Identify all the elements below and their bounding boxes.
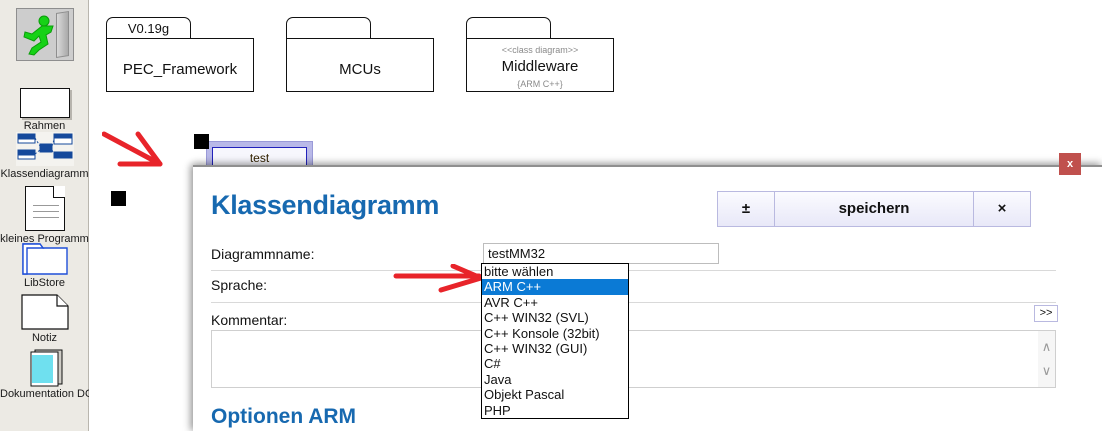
document-page-icon [24,186,65,231]
resize-handle-left[interactable] [111,191,126,206]
sidebar-item-label: Klassendiagramm [0,168,89,180]
package-mcus[interactable]: MCUs [286,17,434,92]
dropdown-option[interactable]: bitte wählen [484,264,554,279]
dialog-button-bar: ± speichern × [717,191,1031,227]
dialog-top-border [193,165,1102,167]
kommentar-label: Kommentar: [211,312,288,328]
note-icon [20,294,69,330]
sidebar-item-dokumentation-doc[interactable]: Dokumentation DOC [0,348,102,400]
sidebar-item-label: Dokumentation DOC [0,388,102,400]
dropdown-option[interactable]: Objekt Pascal [484,387,565,403]
save-button[interactable]: speichern [774,191,974,227]
divider [211,302,1056,303]
sidebar-item-run[interactable] [0,8,89,63]
dropdown-option[interactable]: AVR C++ [484,294,538,310]
kommentar-scrollbar[interactable]: ∧ ∨ [1038,330,1056,388]
klassendiagramm-dialog: x Klassendiagramm ± speichern × Diagramm… [193,153,1102,431]
sidebar-item-libstore[interactable]: LibStore [0,242,89,289]
diagramname-input[interactable] [483,243,719,264]
dropdown-option[interactable]: C++ WIN32 (GUI) [484,340,588,356]
cancel-button[interactable]: × [973,191,1031,227]
dialog-title: Klassendiagramm [211,190,440,220]
package-title: PEC_Framework [122,61,238,78]
package-language-tag: {ARM C++} [517,79,563,89]
dropdown-option[interactable]: C# [484,356,501,372]
frame-icon [19,88,70,118]
dropdown-option[interactable]: C++ Konsole (32bit) [484,325,600,341]
dropdown-option[interactable]: Java [484,371,512,387]
chevron-down-icon[interactable]: ∨ [1041,363,1052,378]
annotation-arrow-left [102,131,163,167]
sidebar-item-label: LibStore [24,277,65,289]
sidebar-item-rahmen[interactable]: Rahmen [0,88,89,132]
dropdown-option[interactable]: PHP [484,402,511,418]
expand-comment-button[interactable]: >> [1034,305,1058,322]
optionen-heading: Optionen ARM [211,405,357,428]
folder-icon [21,242,68,275]
package-middleware[interactable]: <<class diagram>> Middleware {ARM C++} [466,17,614,92]
kommentar-textarea[interactable] [211,330,1056,388]
dropdown-option[interactable]: C++ WIN32 (SVL) [484,310,589,326]
package-tab-label: V0.19g [106,17,191,39]
sidebar-item-label: kleines Programm [0,233,89,245]
package-stereotype: <<class diagram>> [501,45,579,55]
close-icon[interactable]: x [1059,153,1081,175]
diagramname-label: Diagrammname: [211,246,315,262]
sprache-label: Sprache: [211,277,268,293]
package-pec-framework[interactable]: V0.19g PEC_Framework [106,17,254,92]
package-title: MCUs [339,61,381,78]
package-tab-label [466,17,551,39]
sidebar-item-label: Notiz [31,332,58,344]
divider [211,270,1056,271]
dropdown-option[interactable]: ARM C++ [482,279,628,295]
chevron-up-icon[interactable]: ∧ [1041,339,1052,354]
sidebar-item-notiz[interactable]: Notiz [0,294,89,344]
class-diagram-icon [15,132,74,166]
toggle-options-button[interactable]: ± [717,191,775,227]
run-exit-icon [15,8,74,61]
sidebar-item-kleines-programm[interactable]: kleines Programm [0,186,89,245]
documents-icon [25,348,65,387]
package-tab-label [286,17,371,39]
resize-handle-top[interactable] [194,134,209,149]
sidebar-item-label: Rahmen [23,120,66,132]
package-title: Middleware [501,58,579,75]
sidebar-item-klassendiagramm[interactable]: Klassendiagramm [0,132,89,180]
tool-sidebar: Rahmen Klassendiagr [0,0,102,431]
